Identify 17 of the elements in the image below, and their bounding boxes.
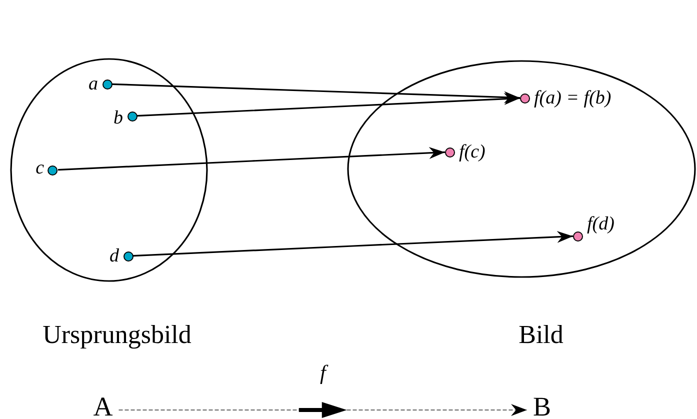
point-label: d bbox=[110, 246, 119, 266]
set-name: A bbox=[93, 394, 113, 419]
arrow bbox=[58, 146, 446, 171]
set-title: Ursprungsbild bbox=[42, 322, 192, 348]
edge-label: f bbox=[320, 362, 326, 384]
arrow bbox=[132, 230, 574, 257]
point-label: f(d) bbox=[587, 214, 614, 234]
set-title: Bild bbox=[518, 322, 564, 348]
point-label: f(c) bbox=[459, 142, 486, 162]
set-name: B bbox=[533, 394, 551, 419]
arrow bbox=[136, 92, 520, 117]
point-label: f(a) = f(b) bbox=[534, 88, 612, 108]
point-label: a bbox=[88, 74, 98, 94]
dashed-arrow bbox=[118, 402, 528, 418]
point-label: b bbox=[114, 108, 123, 128]
arrow bbox=[112, 83, 520, 104]
point-label: c bbox=[36, 158, 44, 178]
